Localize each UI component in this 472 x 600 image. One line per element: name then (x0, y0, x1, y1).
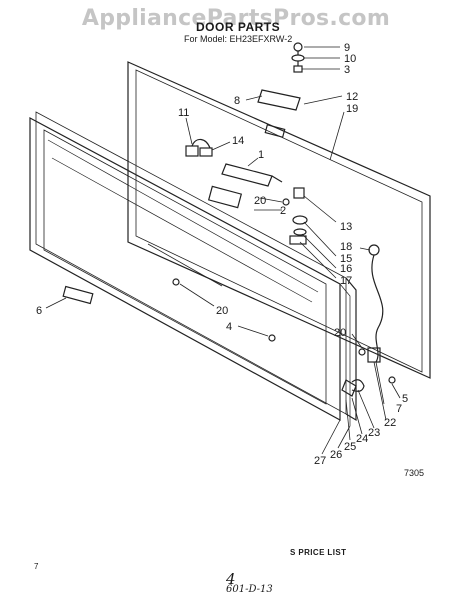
connector (368, 244, 380, 256)
callout-20-lower: 20 (334, 327, 346, 339)
callout-15: 15 (340, 253, 352, 265)
callout-6: 6 (36, 305, 42, 317)
wire-harness (371, 254, 384, 363)
hinge-plate (257, 89, 301, 111)
outer-door-panel-edge (35, 111, 347, 415)
callout-8: 8 (234, 95, 240, 107)
watermark: AppliancePartsPros.com (81, 6, 391, 31)
callout-11: 11 (178, 107, 189, 119)
callout-26: 26 (330, 449, 342, 461)
callout-7: 7 (396, 403, 402, 415)
corner-mark: 7 (34, 562, 39, 571)
outer-door-depth-line (47, 139, 319, 293)
callout-20-upper: 20 (254, 195, 266, 207)
hinge-stack (291, 42, 305, 73)
callout-10: 10 (344, 53, 356, 65)
callout-4: 4 (226, 321, 232, 333)
screw (172, 278, 180, 286)
callout-13: 13 (340, 221, 352, 233)
outer-door-depth-line (51, 157, 313, 303)
lock-switch-assembly (185, 138, 213, 157)
callout-18: 18 (340, 241, 352, 253)
door-gasket-inner (339, 283, 351, 426)
callout-23: 23 (368, 427, 380, 439)
callout-20-middle: 20 (216, 305, 228, 317)
door-handle-groove (147, 243, 223, 287)
screw (268, 334, 276, 342)
figure-code: 7305 (404, 468, 425, 478)
callout-17: 17 (340, 275, 352, 287)
handwritten-page-number: 4 (226, 570, 236, 588)
callout-14: 14 (232, 135, 244, 147)
callout-12: 12 (346, 91, 358, 103)
hinge-cover (264, 124, 286, 138)
outer-door-panel (29, 116, 341, 422)
callout-24: 24 (356, 433, 368, 445)
light-lens (207, 185, 243, 209)
callout-9: 9 (344, 42, 350, 54)
latch-assembly (289, 187, 308, 245)
callout-5: 5 (402, 393, 408, 405)
outer-door-panel-inner (43, 129, 327, 405)
light-fixture (221, 163, 273, 187)
callout-27: 27 (314, 455, 326, 467)
callout-16: 16 (340, 263, 352, 275)
bottom-bracket (341, 379, 357, 397)
door-gasket (345, 277, 357, 422)
door-liner-outer (127, 61, 431, 379)
price-list-label: S PRICE LIST (290, 548, 347, 557)
callout-25: 25 (344, 441, 356, 453)
callout-22: 22 (384, 417, 396, 429)
callout-3: 3 (344, 64, 350, 76)
callout-1: 1 (258, 149, 264, 161)
page-title: DOOR PARTS (196, 20, 281, 34)
handwritten-code: 601-D-13 (226, 584, 273, 595)
model-subtitle: For Model: EH23EFXRW-2 (184, 34, 293, 44)
bottom-spring (351, 379, 365, 392)
callout-19: 19 (346, 103, 358, 115)
screw (282, 198, 290, 206)
callout-2: 2 (280, 205, 286, 217)
nameplate (62, 285, 94, 305)
